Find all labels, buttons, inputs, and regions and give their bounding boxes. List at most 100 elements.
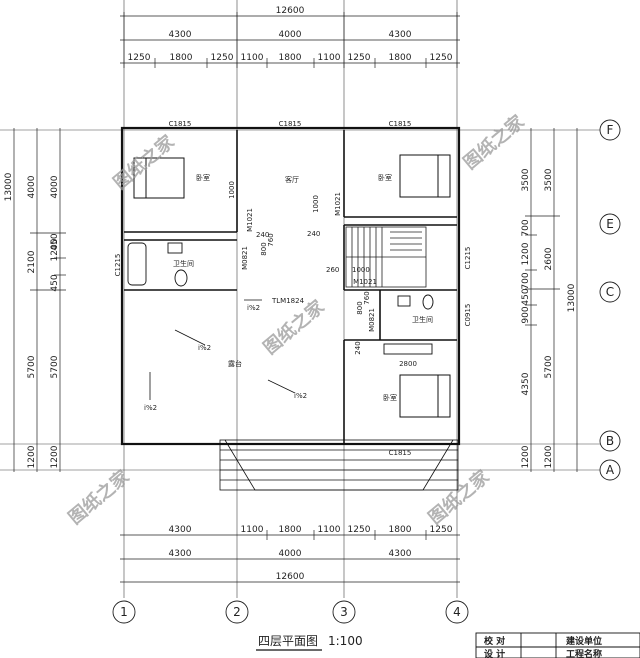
room-terrace: 露台 <box>228 359 242 368</box>
dim-top-opening-7: 1250 <box>348 53 371 63</box>
dim-right-outer-3: 5700 <box>544 355 554 378</box>
dim-top-opening-6: 1100 <box>318 53 341 63</box>
axis-row-b: B <box>606 434 614 448</box>
dim-top-opening-3: 1250 <box>211 53 234 63</box>
watermark-3: 图纸之家 <box>459 110 529 174</box>
title-block <box>475 632 640 658</box>
top-dimensions <box>120 12 460 68</box>
dim-top-bay-2: 4000 <box>279 30 302 40</box>
dim-inner-240-b: 240 <box>307 230 320 238</box>
bath-fixtures <box>127 242 434 355</box>
dim-top-opening-2: 1800 <box>170 53 193 63</box>
dim-inner-240-c: 240 <box>354 341 362 354</box>
axis-row-a: A <box>606 463 615 477</box>
dim-inner-240-a: 240 <box>256 231 269 239</box>
dim-top-bay-3: 4300 <box>389 30 412 40</box>
dim-left-outer-1: 4000 <box>27 175 37 198</box>
dim-top-opening-4: 1100 <box>241 53 264 63</box>
dim-right-inner-5: 450 <box>521 288 531 305</box>
watermark-5: 图纸之家 <box>424 465 494 529</box>
dim-bottom-opening-1: 4300 <box>169 525 192 535</box>
dim-left-inner-6: 1200 <box>50 445 60 468</box>
slope-arrows <box>149 299 296 400</box>
dim-bottom-bay-3: 4300 <box>389 549 412 559</box>
axis-col-3: 3 <box>340 605 348 619</box>
roof-tiles <box>219 439 459 491</box>
window-c0915: C0915 <box>464 304 472 327</box>
window-c1815-2: C1815 <box>279 120 302 128</box>
dim-right-inner-3: 1200 <box>521 242 531 265</box>
room-bath-e: 卫生间 <box>412 315 433 324</box>
axis-col-4: 4 <box>453 605 461 619</box>
door-m0821-b: M0821 <box>368 308 376 332</box>
dim-right-inner-1: 3500 <box>521 168 531 191</box>
drawing-scale: 1:100 <box>328 634 363 648</box>
door-m0821-a: M0821 <box>241 246 249 270</box>
dim-left-outer-2: 2100 <box>27 250 37 273</box>
dim-bottom-opening-7: 1250 <box>430 525 453 535</box>
slope-label-1: i%2 <box>247 304 260 312</box>
window-c1815-1: C1815 <box>169 120 192 128</box>
room-bedroom-ne: 卧室 <box>378 173 392 182</box>
dim-right-outer-4: 1200 <box>544 445 554 468</box>
dim-top-bay-1: 4300 <box>169 30 192 40</box>
dim-right-overall: 13000 <box>567 283 577 312</box>
dim-left-outer-4: 1200 <box>27 445 37 468</box>
bottom-dimensions <box>120 530 460 583</box>
dim-top-overall: 12600 <box>276 6 305 16</box>
dim-inner-800-a: 800 <box>260 242 268 255</box>
room-bedroom-se: 卧室 <box>383 393 397 402</box>
dim-bottom-bay-1: 4300 <box>169 549 192 559</box>
door-m1021-c: M1021 <box>353 278 377 286</box>
window-c1815-4: C1815 <box>389 449 412 457</box>
row-axis-bubbles <box>599 119 621 481</box>
dim-right-inner-7: 4350 <box>521 372 531 395</box>
dim-bottom-overall: 12600 <box>276 572 305 582</box>
slope-label-3: i%2 <box>144 404 157 412</box>
slope-label-4: i%2 <box>294 392 307 400</box>
dim-left-inner-4: 450 <box>50 233 60 250</box>
axis-row-f: F <box>607 123 614 137</box>
axis-row-e: E <box>606 217 614 231</box>
door-m1021-b: M1021 <box>334 192 342 216</box>
title-block-project: 工程名称 <box>566 648 602 658</box>
left-dimensions <box>13 128 66 472</box>
beds <box>133 154 451 418</box>
dim-left-inner-5: 5700 <box>50 355 60 378</box>
dim-inner-800-b: 800 <box>356 301 364 314</box>
dim-inner-1000-c: 1000 <box>352 266 370 274</box>
dim-bottom-opening-5: 1250 <box>348 525 371 535</box>
window-c1215-e: C1215 <box>464 247 472 270</box>
title-block-design: 设 计 <box>484 648 505 658</box>
slope-label-2: i%2 <box>198 344 211 352</box>
dim-bottom-opening-6: 1800 <box>389 525 412 535</box>
dim-left-overall: 13000 <box>4 172 14 201</box>
axis-row-c: C <box>606 285 614 299</box>
dim-bottom-opening-4: 1100 <box>318 525 341 535</box>
room-bedroom-nw: 卧室 <box>196 173 210 182</box>
dim-inner-1000-b: 1000 <box>312 195 320 213</box>
room-bath-w: 卫生间 <box>173 259 194 268</box>
dim-top-opening-1: 1250 <box>128 53 151 63</box>
dim-inner-760-b: 760 <box>363 291 371 304</box>
dim-bottom-bay-2: 4000 <box>279 549 302 559</box>
interior-walls <box>124 130 457 444</box>
dim-top-opening-5: 1800 <box>279 53 302 63</box>
dim-right-inner-8: 1200 <box>521 445 531 468</box>
dim-right-outer-1: 3500 <box>544 168 554 191</box>
dim-top-opening-8: 1800 <box>389 53 412 63</box>
dim-right-outer-2: 2600 <box>544 247 554 270</box>
door-tlm1824: TLM1824 <box>271 297 305 305</box>
dim-inner-760-a: 760 <box>267 233 275 246</box>
dim-left-outer-3: 5700 <box>27 355 37 378</box>
column-axis-bubbles <box>112 600 469 624</box>
dim-bottom-opening-3: 1800 <box>279 525 302 535</box>
drawing-title: 四层平面图 <box>258 634 318 648</box>
exterior-walls <box>120 126 461 446</box>
dim-top-opening-9: 1250 <box>430 53 453 63</box>
watermark-4: 图纸之家 <box>64 465 134 529</box>
watermark-1: 图纸之家 <box>109 130 179 194</box>
dim-right-inner-4: 700 <box>521 272 531 289</box>
room-living: 客厅 <box>285 175 299 184</box>
axis-col-2: 2 <box>233 605 241 619</box>
